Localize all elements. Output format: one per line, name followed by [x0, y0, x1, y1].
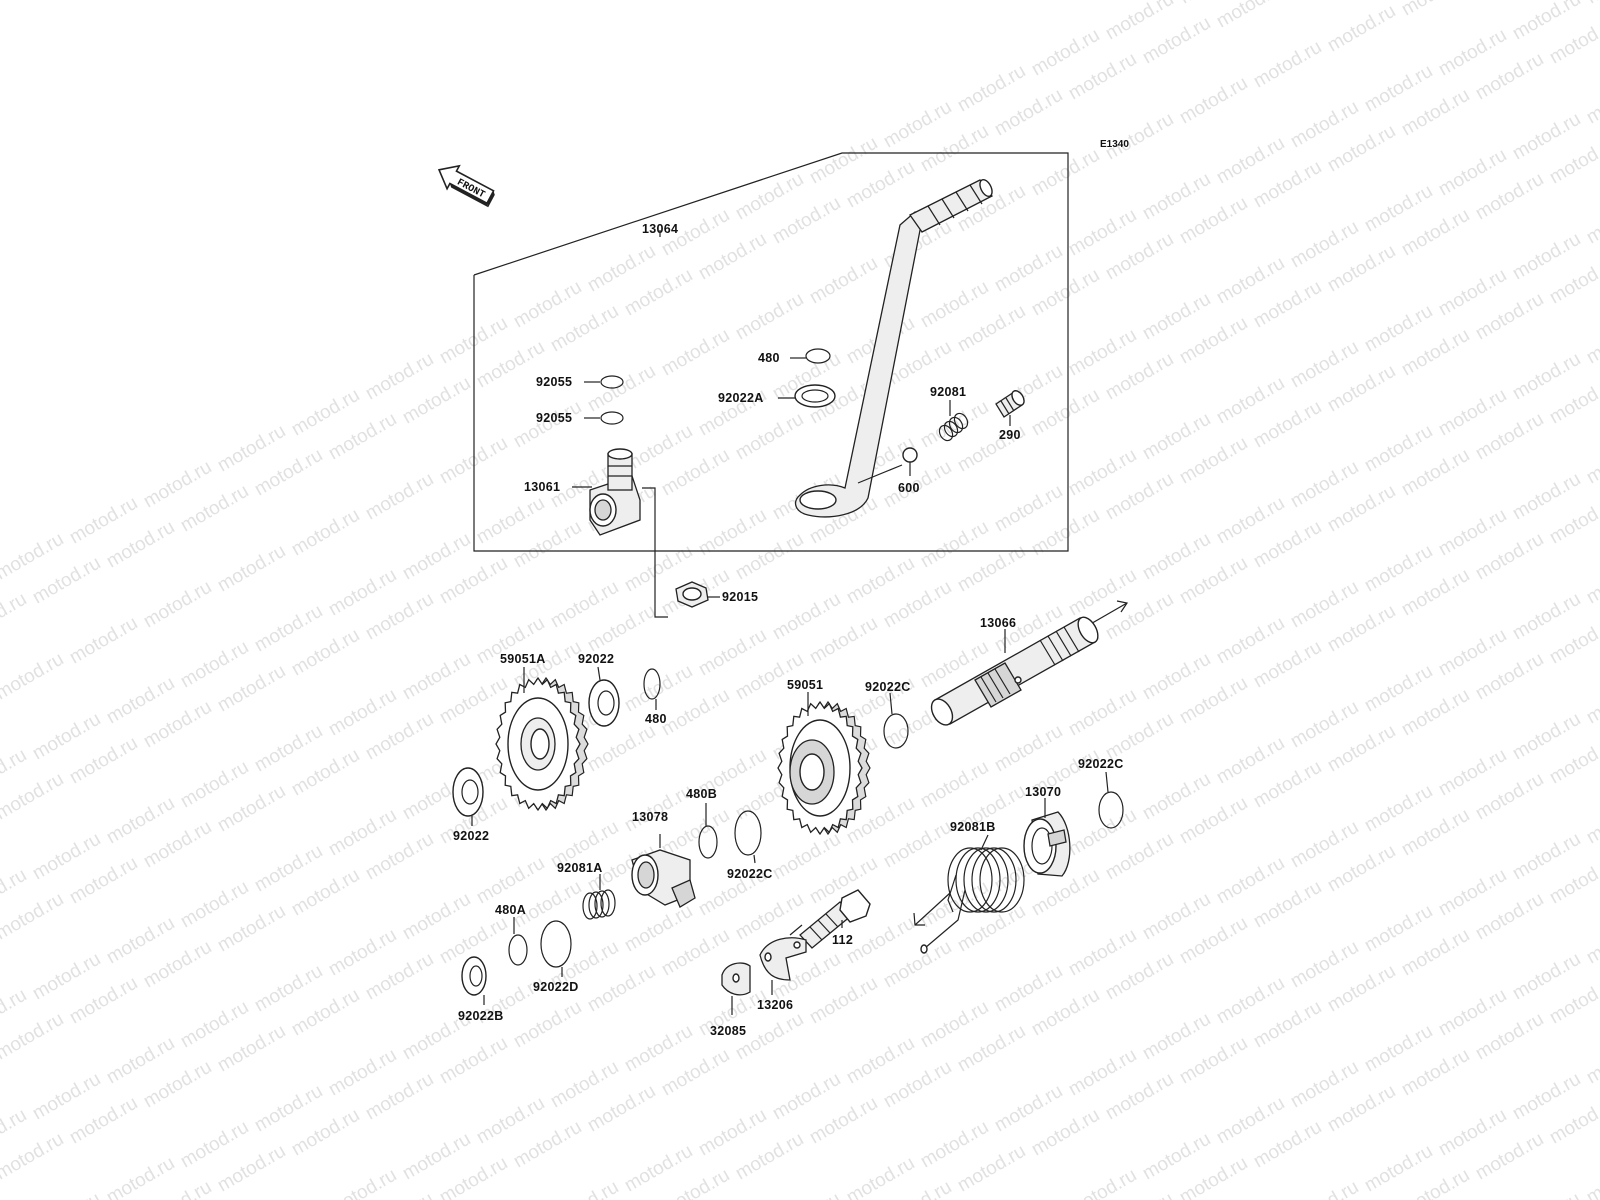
circlip-92022C-c — [1098, 791, 1124, 829]
kick-shaft-13066 — [930, 616, 1099, 726]
part-label-600: 600 — [898, 481, 920, 495]
part-label-112: 112 — [832, 933, 853, 947]
gear-59051A — [495, 676, 589, 812]
washer-92022D — [540, 920, 572, 968]
ball-600 — [902, 447, 918, 463]
plate-13206 — [759, 937, 807, 981]
part-label-480-top: 480 — [758, 351, 780, 365]
part-label-13206: 13206 — [757, 998, 793, 1012]
part-label-92022B: 92022B — [458, 1009, 504, 1023]
part-label-92022-left: 92022 — [453, 829, 489, 843]
part-label-92022C-c: 92022C — [1078, 757, 1124, 771]
guide-13070 — [1023, 811, 1071, 877]
spring-92081A — [582, 889, 616, 920]
spring-92081B — [920, 847, 1025, 954]
kick-boss-13061 — [589, 448, 641, 536]
washer-92022-left — [452, 767, 484, 817]
part-label-13061: 13061 — [524, 480, 560, 494]
diagram-code: E1340 — [1100, 139, 1129, 150]
part-label-92081B: 92081B — [950, 820, 996, 834]
part-label-32085: 32085 — [710, 1024, 746, 1038]
washer-92022-top — [588, 679, 620, 727]
part-label-480A: 480A — [495, 903, 526, 917]
front-arrow-icon: FRONT — [437, 164, 495, 208]
kick-pedal-lever — [794, 178, 993, 518]
part-label-92022A: 92022A — [718, 391, 764, 405]
part-label-92055-upper: 92055 — [536, 375, 572, 389]
part-label-92022D: 92022D — [533, 980, 579, 994]
part-label-13070: 13070 — [1025, 785, 1061, 799]
part-label-92015: 92015 — [722, 590, 758, 604]
part-label-480-mid: 480 — [645, 712, 667, 726]
gear-59051 — [777, 700, 871, 836]
circlip-480A — [508, 934, 528, 966]
washer-92022B — [461, 956, 487, 996]
part-label-92081A: 92081A — [557, 861, 603, 875]
part-label-13064: 13064 — [642, 222, 678, 236]
part-label-13066: 13066 — [980, 616, 1016, 630]
part-label-59051A: 59051A — [500, 652, 546, 666]
circlip-480-top — [805, 348, 831, 364]
nut-92015 — [675, 581, 709, 608]
part-label-480B: 480B — [686, 787, 717, 801]
circlip-480-mid — [643, 668, 661, 700]
part-label-92081: 92081 — [930, 385, 966, 399]
part-label-13078: 13078 — [632, 810, 668, 824]
guide-32085 — [721, 962, 751, 996]
circlip-480B — [698, 825, 718, 859]
circlip-92022C-b — [734, 810, 762, 856]
washer-92022A — [794, 384, 836, 408]
circlip-92022C-a — [883, 713, 909, 749]
part-label-92055-lower: 92055 — [536, 411, 572, 425]
part-label-290: 290 — [999, 428, 1021, 442]
spring-92081 — [938, 412, 969, 442]
part-label-92022C-a: 92022C — [865, 680, 911, 694]
ratchet-13078 — [631, 849, 696, 908]
o-ring-92055-upper — [600, 375, 624, 389]
kick-pedal-assembly-frame — [473, 152, 1069, 552]
part-label-59051: 59051 — [787, 678, 823, 692]
o-ring-92055-lower — [600, 411, 624, 425]
bolt-112 — [799, 889, 871, 949]
part-label-92022C-b: 92022C — [727, 867, 773, 881]
part-label-92022-top: 92022 — [578, 652, 614, 666]
pin-290 — [995, 390, 1025, 418]
